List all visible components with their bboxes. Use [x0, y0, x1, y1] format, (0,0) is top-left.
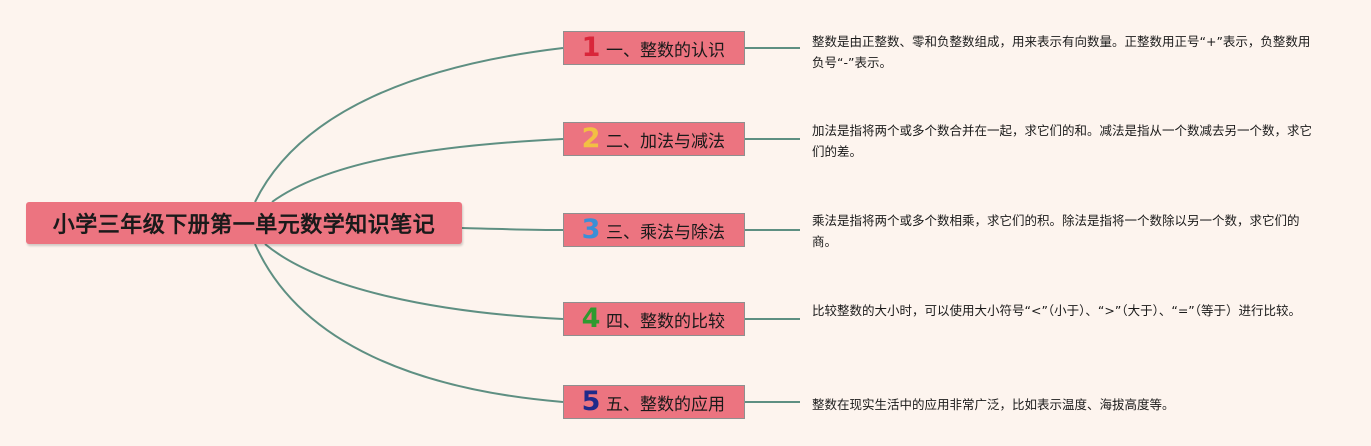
number-badge-2: 2: [581, 123, 601, 154]
branch-node-2[interactable]: 2 二、加法与减法: [563, 122, 745, 156]
connector-root-branch-3: [461, 227, 564, 231]
branch-label-4: 四、整数的比较: [606, 311, 725, 332]
branch-description-5: 整数在现实生活中的应用非常广泛，比如表示温度、海拔高度等。: [812, 397, 1175, 412]
number-badge-1: 1: [581, 32, 601, 63]
number-badge-4: 4: [581, 303, 601, 334]
branch-label-2: 二、加法与减法: [606, 131, 725, 152]
branch-description-2: 加法是指将两个或多个数合并在一起，求它们的和。减法是指从一个数减去另一个数，求它…: [812, 123, 1313, 159]
branch-label-1: 一、整数的认识: [606, 40, 725, 61]
branch-node-3[interactable]: 3 三、乘法与除法: [563, 213, 745, 247]
connector-root-branch-2: [271, 138, 564, 203]
branch-node-1[interactable]: 1 一、整数的认识: [563, 31, 745, 65]
branch-label-5: 五、整数的应用: [606, 394, 725, 415]
number-badge-5: 5: [581, 386, 601, 417]
root-topic[interactable]: 小学三年级下册第一单元数学知识笔记: [26, 202, 462, 244]
branch-label-3: 三、乘法与除法: [606, 222, 725, 243]
branch-description-4: 比较整数的大小时，可以使用大小符号“<”（小于）、“>”（大于）、“=”（等于）…: [812, 303, 1302, 318]
branch-description-3: 乘法是指将两个或多个数相乘，求它们的积。除法是指将一个数除以另一个数，求它们的商…: [812, 213, 1300, 249]
branch-node-4[interactable]: 4 四、整数的比较: [563, 302, 745, 336]
number-badge-3: 3: [581, 214, 601, 245]
connector-root-branch-1: [254, 47, 564, 203]
connector-root-branch-5: [254, 243, 564, 403]
branch-description-1: 整数是由正整数、零和负整数组成，用来表示有向数量。正整数用正号“+”表示，负整数…: [812, 34, 1311, 70]
branch-node-5[interactable]: 5 五、整数的应用: [563, 385, 745, 419]
root-title: 小学三年级下册第一单元数学知识笔记: [52, 213, 436, 238]
connector-root-branch-4: [264, 243, 564, 320]
